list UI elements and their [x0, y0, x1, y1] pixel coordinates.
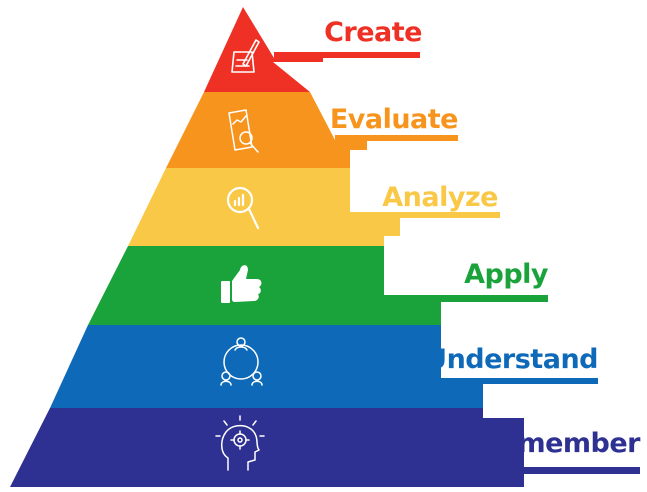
- connector-create: [274, 52, 420, 58]
- layer-apply: [88, 246, 548, 325]
- connector-evaluate: [335, 135, 458, 141]
- report-magnifier-icon: [228, 109, 259, 153]
- connector-analyze: [350, 212, 500, 218]
- thumbs-up-icon: [221, 265, 262, 303]
- level-label-analyze: Analyze: [382, 182, 498, 213]
- level-label-create: Create: [324, 17, 422, 48]
- level-analyze: [128, 168, 500, 246]
- magnifier-chart-icon: [226, 186, 260, 230]
- layer-create: [204, 7, 323, 92]
- level-evaluate: [166, 92, 458, 168]
- level-label-evaluate: Evaluate: [330, 104, 458, 135]
- level-apply: [88, 246, 548, 325]
- head-gear-icon: [215, 415, 265, 471]
- people-circle-icon: [220, 337, 263, 386]
- level-label-apply: Apply: [464, 259, 549, 290]
- layer-evaluate: [166, 92, 367, 168]
- level-remember: [10, 408, 640, 487]
- level-create: [204, 7, 420, 92]
- level-label-remember: Remember: [479, 428, 641, 459]
- pencil-document-icon: [231, 39, 260, 73]
- layer-analyze: [128, 168, 400, 246]
- level-understand: [50, 325, 598, 408]
- level-label-understand: Understand: [425, 344, 598, 375]
- layer-understand: [50, 325, 598, 408]
- layer-remember: [10, 408, 640, 487]
